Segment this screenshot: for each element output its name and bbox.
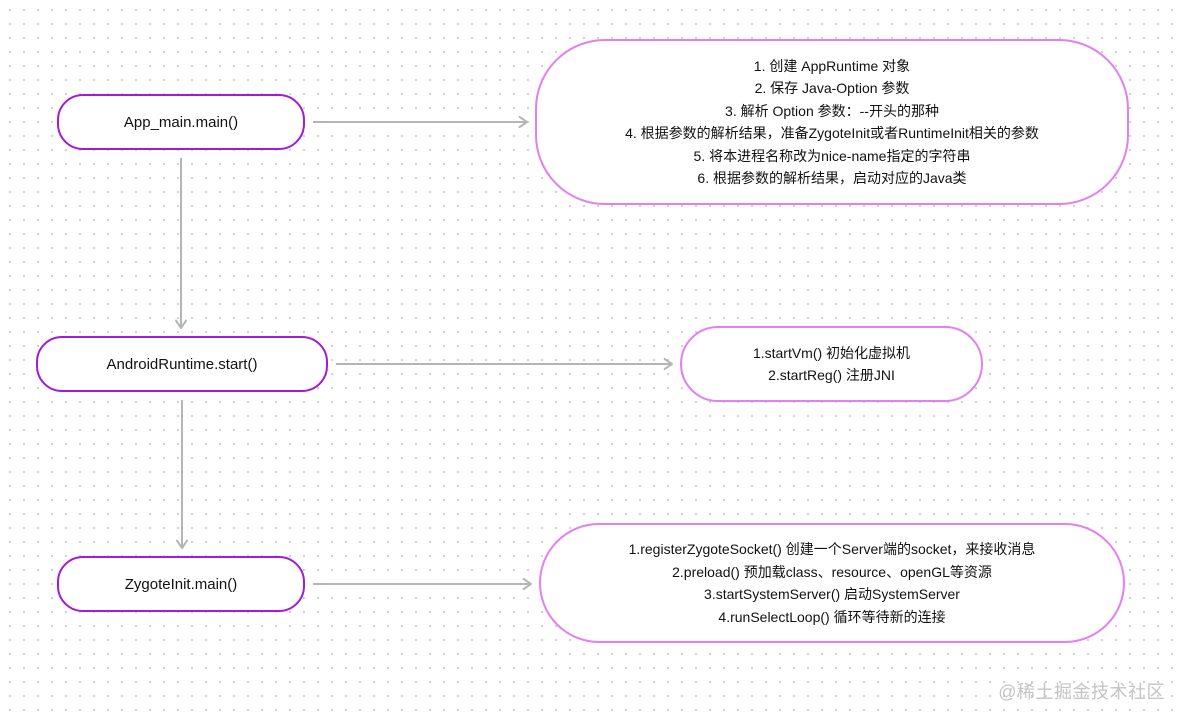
note-line: 1.startVm() 初始化虚拟机 [752,344,911,361]
note-app-main-steps[interactable]: 1. 创建 AppRuntime 对象 2. 保存 Java-Option 参数… [535,39,1129,205]
node-app-main[interactable]: App_main.main() [57,94,305,150]
note-line: 4.runSelectLoop() 循环等待新的连接 [718,608,946,625]
note-line: 2. 保存 Java-Option 参数 [754,80,910,96]
note-android-runtime-steps[interactable]: 1.startVm() 初始化虚拟机 2.startReg() 注册JNI [680,326,983,402]
arrow-head-icon [175,539,189,549]
arrow-head-icon [522,577,532,591]
note-zygote-init-steps[interactable]: 1.registerZygoteSocket() 创建一个Server端的soc… [539,523,1125,643]
note-line: 2.preload() 预加载class、resource、openGL等资源 [672,563,992,580]
note-line: 1. 创建 AppRuntime 对象 [753,57,911,74]
arrow-head-icon [518,115,528,129]
arrow-head-icon [174,319,188,329]
node-zygote-init-main[interactable]: ZygoteInit.main() [57,556,305,612]
arrow-head-icon [663,357,673,371]
note-line: 4. 根据参数的解析结果，准备ZygoteInit或者RuntimeInit相关… [625,125,1039,141]
note-line: 2.startReg() 注册JNI [768,367,895,383]
node-android-runtime-start[interactable]: AndroidRuntime.start() [36,336,328,392]
note-line: 5. 将本进程名称改为nice-name指定的字符串 [693,147,971,164]
note-line: 1.registerZygoteSocket() 创建一个Server端的soc… [628,541,1036,557]
note-line: 3. 解析 Option 参数：--开头的那种 [725,102,939,119]
note-line: 6. 根据参数的解析结果，启动对应的Java类 [697,170,967,186]
watermark: @稀土掘金技术社区 [998,682,1165,702]
note-line: 3.startSystemServer() 启动SystemServer [704,586,960,602]
